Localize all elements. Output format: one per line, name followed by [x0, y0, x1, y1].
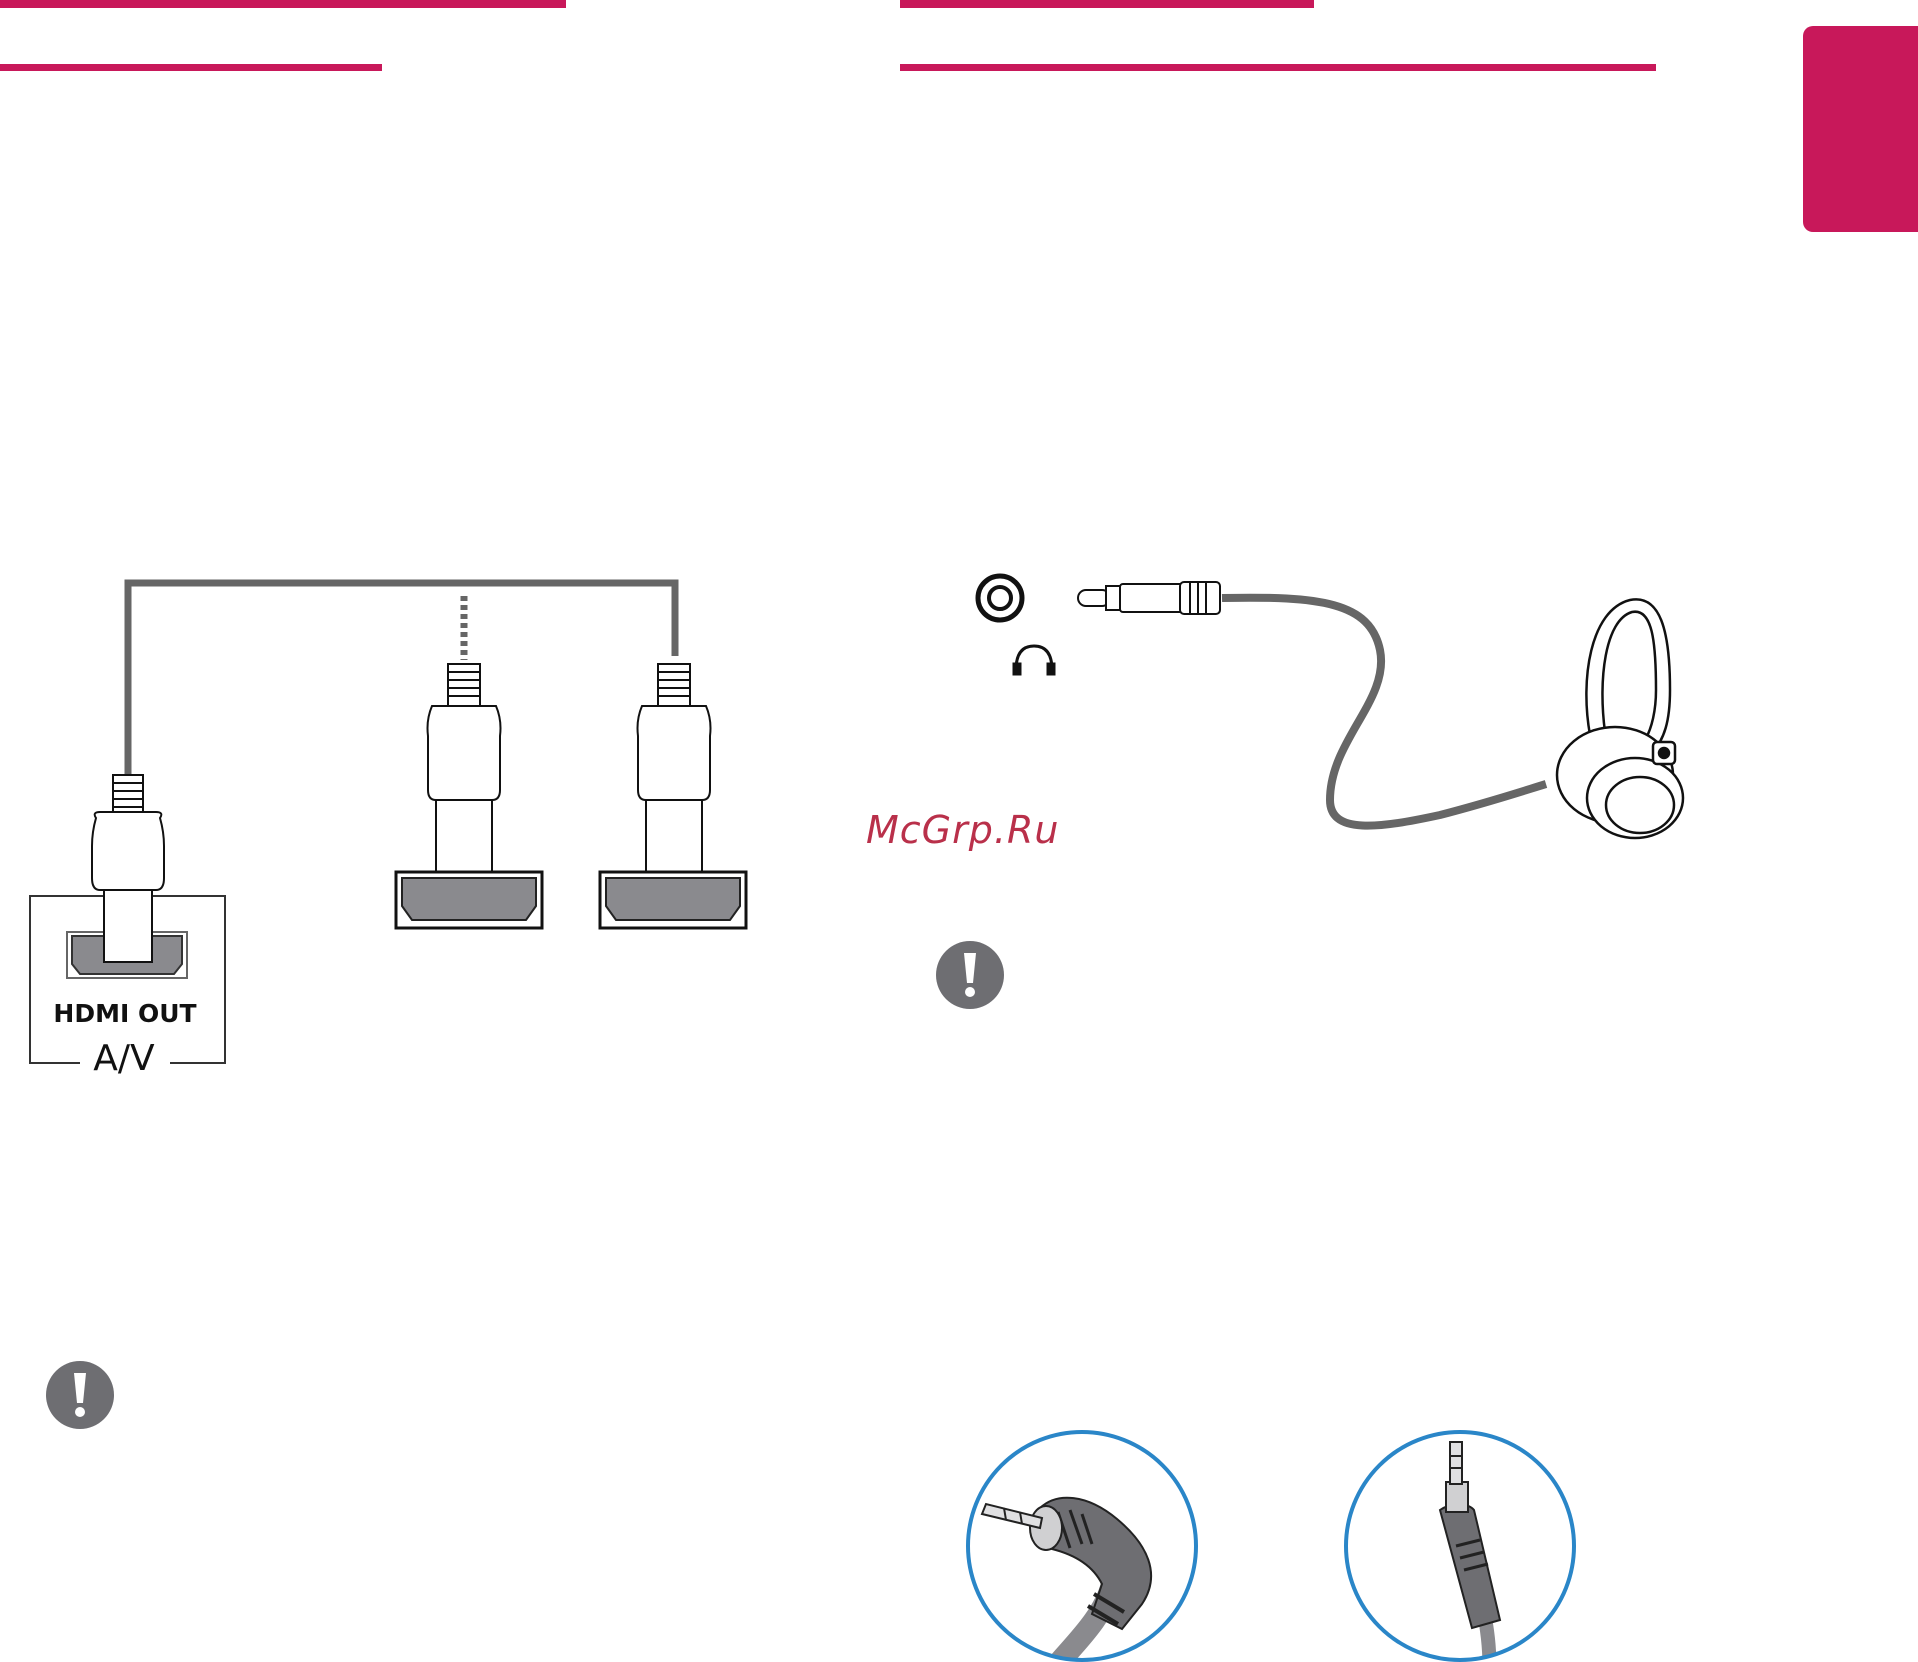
section-rule-under-title-right: [900, 64, 1656, 71]
language-tab: [1803, 26, 1918, 232]
headphone-symbol-icon: [1012, 644, 1056, 676]
hdmi-in-port-2: [598, 870, 748, 930]
straight-type-plug-illustration: [1344, 1430, 1576, 1662]
caution-icon: [936, 941, 1004, 1009]
hdmi-out-label: HDMI OUT: [53, 999, 196, 1028]
headphone-jack-icon: [975, 573, 1025, 623]
hdmi-plug-display-1: [426, 663, 502, 887]
av-device-label: A/V: [93, 1038, 155, 1079]
av-device: HDMI OUT A/V: [29, 895, 226, 1079]
caution-icon: [46, 1361, 114, 1429]
hdmi-connection-diagram: HDMI OUT A/V: [29, 579, 748, 1079]
angle-type-plug-illustration: [966, 1430, 1198, 1662]
section-rule-under-title-left: [0, 64, 382, 71]
watermark-text: McGrp.Ru: [866, 808, 1060, 852]
hdmi-plug-source: [91, 774, 165, 963]
headphone-connection-diagram: [975, 573, 1685, 840]
headphones-icon: [1555, 598, 1685, 840]
audio-plug: [1077, 581, 1221, 615]
hdmi-in-port-1: [394, 870, 544, 930]
section-rule-top-right: [900, 0, 1314, 8]
hdmi-plug-display-2: [636, 663, 712, 887]
section-rule-top-left: [0, 0, 566, 8]
